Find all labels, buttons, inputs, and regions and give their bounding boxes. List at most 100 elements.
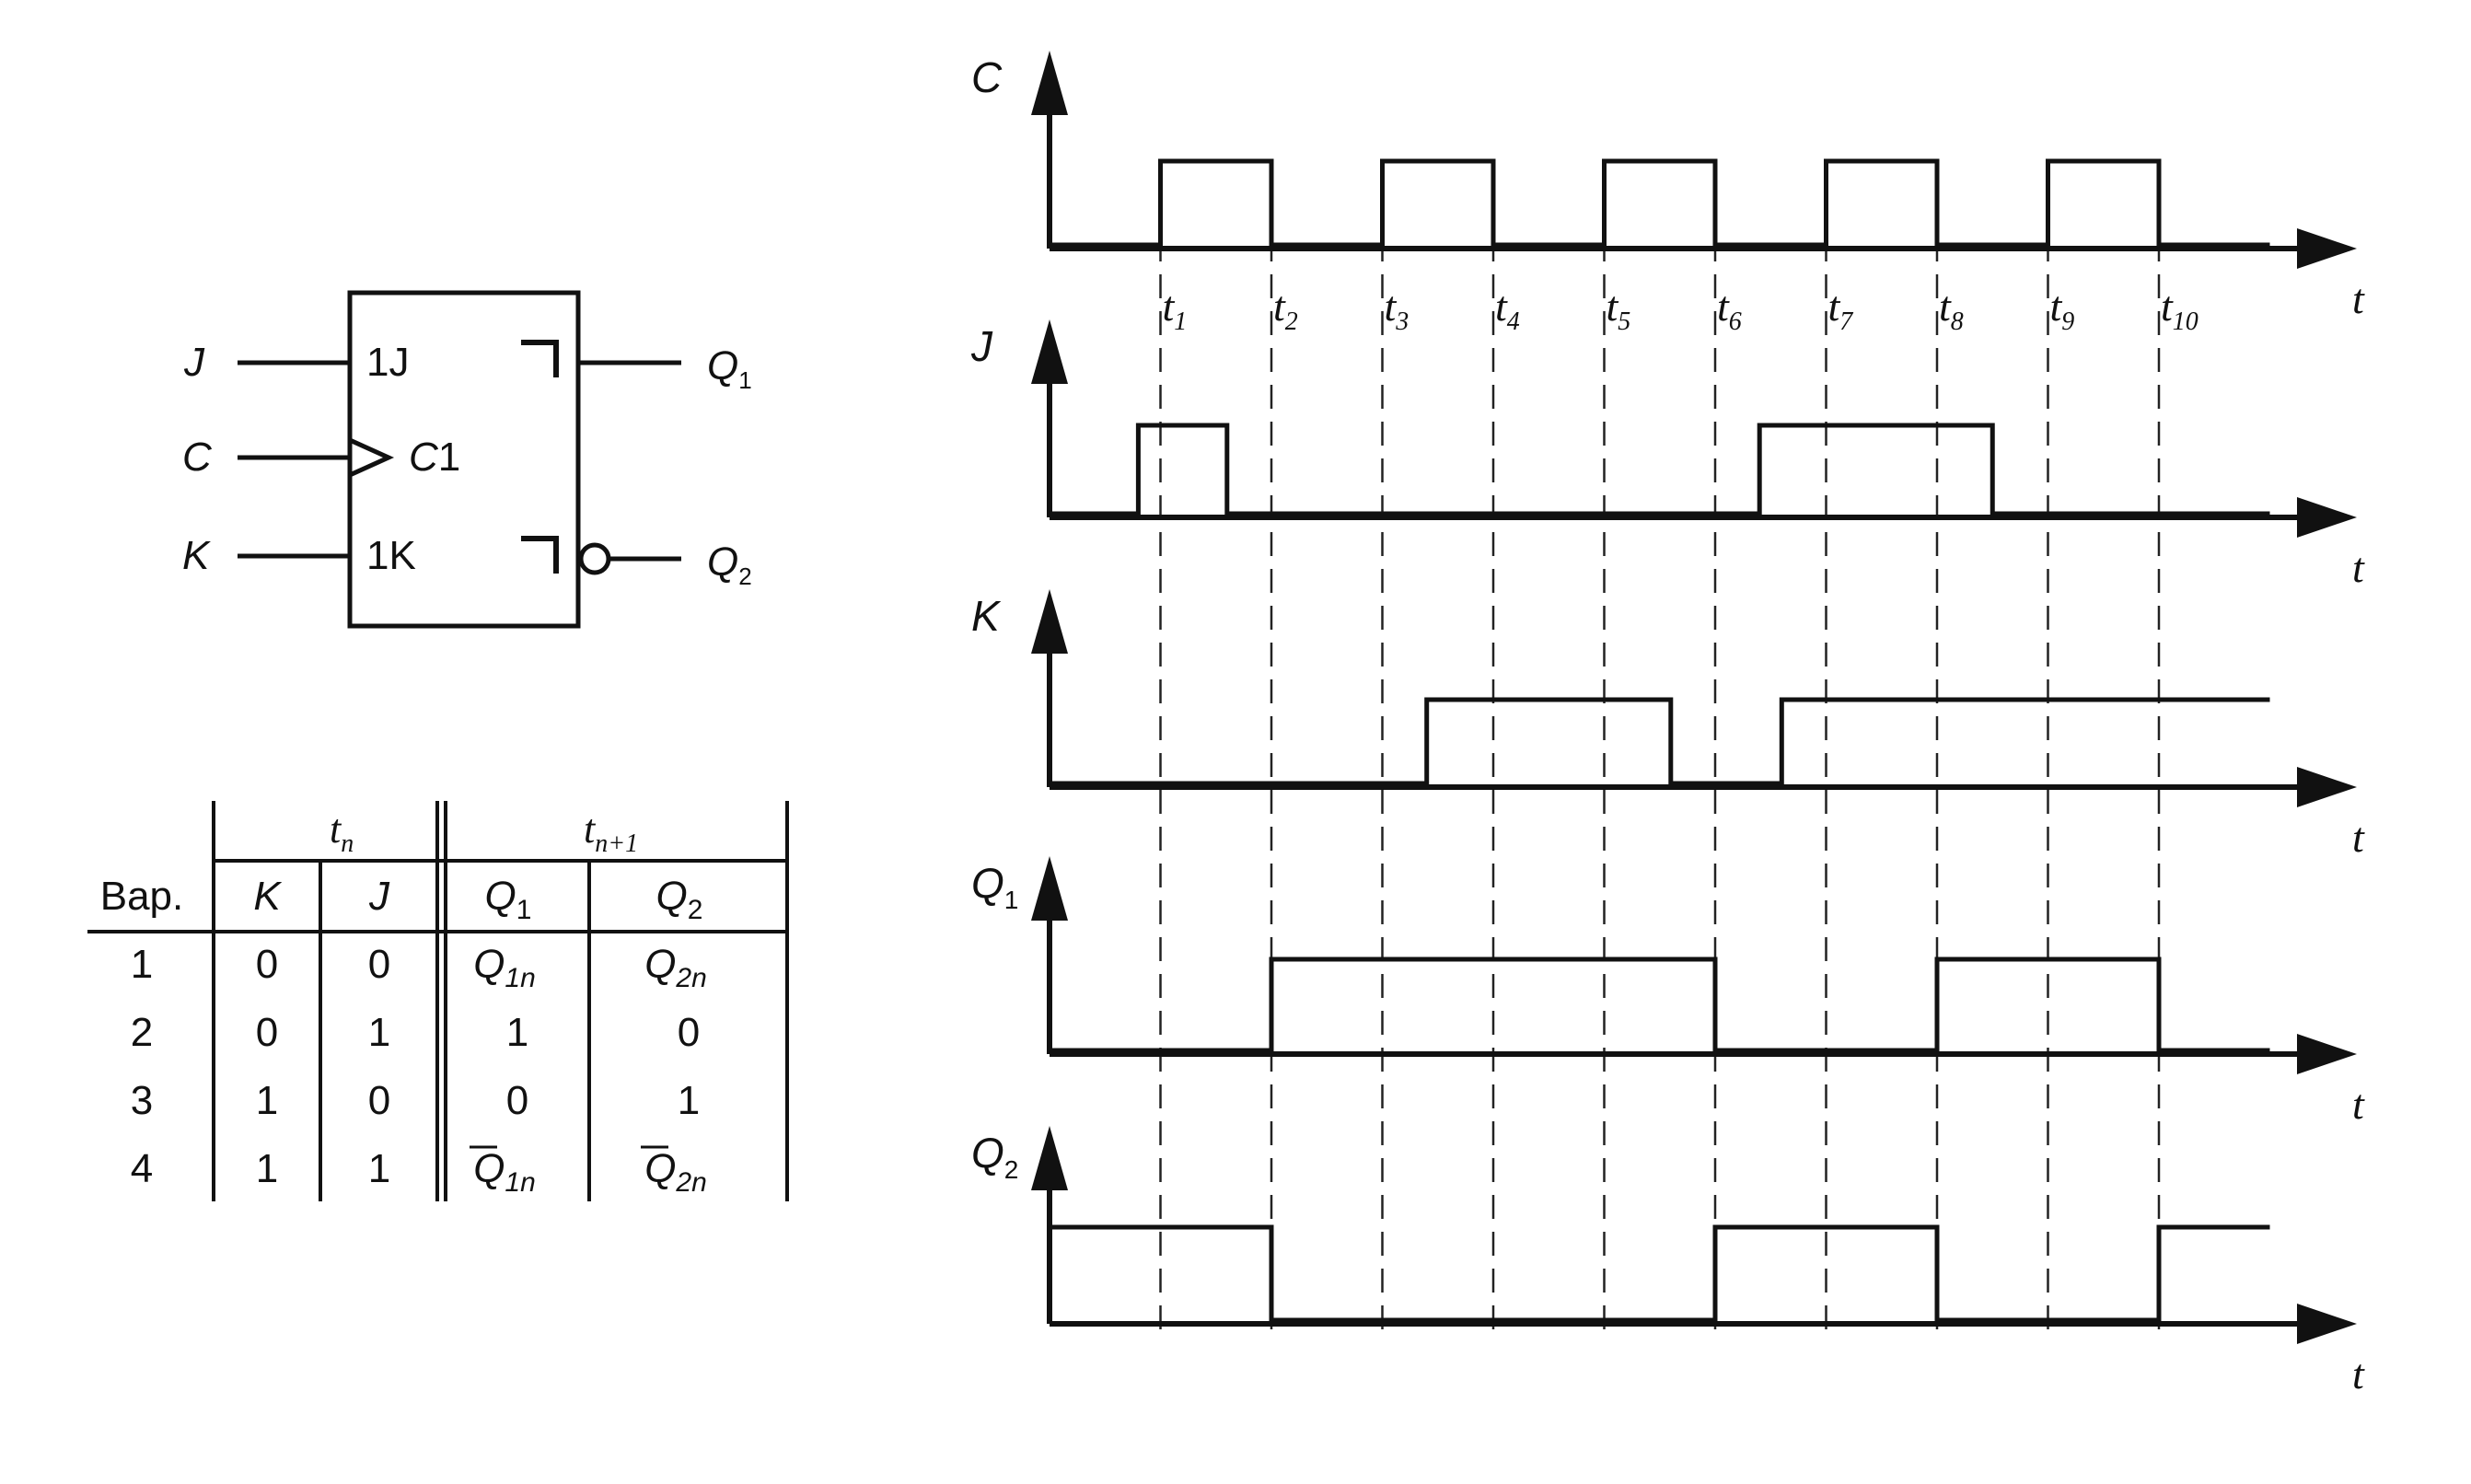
time-axis-label: t	[2352, 1351, 2365, 1397]
level-axis-arrow	[1031, 1126, 1068, 1190]
level-axis-arrow	[1031, 319, 1068, 384]
table-cell: 2	[131, 1010, 153, 1055]
signal-label: C	[971, 53, 1003, 101]
time-mark: t3	[1385, 283, 1410, 336]
q1-sub: 1	[738, 366, 751, 394]
table-cell-main: 1	[256, 1078, 278, 1123]
table-cell: 3	[131, 1078, 153, 1123]
time-mark-main: t	[1939, 283, 1952, 330]
level-axis-arrow	[1031, 51, 1068, 115]
column-header-sub: 1	[516, 895, 532, 925]
table-cell-main: 4	[131, 1146, 153, 1191]
signal-c: Ct	[971, 51, 2365, 322]
time-mark: t6	[1717, 283, 1742, 336]
waveform	[1050, 956, 2270, 1053]
pin-c1-letter: C	[409, 435, 439, 480]
table-cell-main: 0	[368, 942, 390, 987]
table-cell: Q2n	[644, 942, 707, 993]
time-axis-label: t	[2352, 544, 2365, 591]
time-mark-main: t	[1607, 283, 1619, 330]
jk-flipflop-symbol	[238, 290, 681, 629]
table-cell: 1	[506, 1010, 528, 1055]
level-axis-arrow	[1031, 589, 1068, 654]
table-cell-main: 1	[256, 1146, 278, 1191]
table-cell-main: 0	[678, 1010, 700, 1055]
table-cell: Q1n	[473, 942, 536, 993]
table-cell: 1	[678, 1078, 700, 1123]
waveform	[1050, 697, 2270, 786]
time-mark: t1	[1163, 283, 1188, 336]
table-cell-sub: 2n	[675, 1167, 706, 1198]
signal-label-main: Q	[971, 1129, 1004, 1177]
pin-1j-label: 1J	[366, 340, 409, 385]
column-header-main: Q	[656, 874, 688, 919]
time-axis-arrow	[2297, 497, 2357, 538]
table-cell: 0	[256, 942, 278, 987]
waveform	[1050, 1224, 2270, 1323]
time-mark: t7	[1828, 283, 1854, 336]
table-cell-main: 0	[368, 1078, 390, 1123]
time-axis-arrow	[2297, 228, 2357, 269]
table-cell: Q1n	[473, 1146, 536, 1198]
time-mark-sub: 8	[1951, 307, 1964, 336]
truth-table	[87, 801, 789, 1201]
time-mark-main: t	[1717, 283, 1730, 330]
q1-output-label: Q1	[707, 343, 752, 394]
signal-label-sub: 2	[1004, 1155, 1019, 1184]
q2-main: Q	[707, 539, 738, 585]
table-cell-sub: 2n	[675, 963, 706, 993]
table-cell: 1	[256, 1146, 278, 1191]
column-header: K	[253, 874, 282, 919]
time-mark-main: t	[1828, 283, 1841, 330]
table-cell-sub: 1n	[505, 1167, 535, 1198]
time-mark: t10	[2161, 283, 2198, 336]
group-header-tn: tn	[330, 806, 354, 858]
signal-label: K	[971, 592, 1002, 640]
signal-label: Q2	[971, 1129, 1018, 1184]
table-cell: Q2n	[644, 1146, 707, 1198]
signal-q2: Q2 t	[971, 1126, 2365, 1397]
q1-main: Q	[707, 343, 738, 388]
signal-label-main: K	[971, 592, 1002, 640]
time-mark: t4	[1495, 283, 1520, 336]
table-cell-main: Q	[473, 1146, 505, 1191]
table-cell-main: 1	[506, 1010, 528, 1055]
time-mark-sub: 2	[1285, 307, 1298, 336]
c-input-label: C	[182, 435, 213, 480]
table-cell: 0	[368, 942, 390, 987]
signal-label: J	[970, 322, 993, 370]
table-cell: 1	[256, 1078, 278, 1123]
table-cell-main: 0	[256, 1010, 278, 1055]
group-header-tn1: tn+1	[584, 806, 638, 858]
table-cell: 1	[131, 942, 153, 987]
time-axis-arrow	[2297, 1034, 2357, 1074]
signal-k: Kt	[971, 589, 2365, 861]
table-cell: 4	[131, 1146, 153, 1191]
time-mark-sub: 4	[1507, 307, 1520, 336]
signal-label: Q1	[971, 859, 1018, 914]
time-axis-arrow	[2297, 767, 2357, 807]
time-mark-main: t	[2050, 283, 2063, 330]
table-cell: 0	[368, 1078, 390, 1123]
table-cell-main: Q	[644, 942, 676, 987]
postponed-output-mark	[521, 340, 559, 377]
group-header-tn-main: t	[330, 806, 342, 852]
time-mark: t9	[2050, 283, 2075, 336]
time-mark-sub: 3	[1395, 307, 1409, 336]
column-header: Bap.	[100, 874, 184, 919]
pin-c1-index: 1	[438, 435, 460, 480]
table-cell-main: 1	[368, 1010, 390, 1055]
table-cell-main: 1	[678, 1078, 700, 1123]
time-mark-main: t	[1495, 283, 1508, 330]
group-header-tn-sub: n	[341, 829, 354, 858]
clock-wedge	[348, 437, 395, 478]
time-mark-main: t	[1163, 283, 1176, 330]
table-cell: 0	[678, 1010, 700, 1055]
column-header-main: K	[253, 874, 282, 919]
column-header: Q2	[656, 874, 703, 925]
column-header-sub: 2	[688, 895, 703, 925]
signal-label-main: Q	[971, 859, 1004, 907]
q2-output-label: Q2	[707, 539, 752, 590]
